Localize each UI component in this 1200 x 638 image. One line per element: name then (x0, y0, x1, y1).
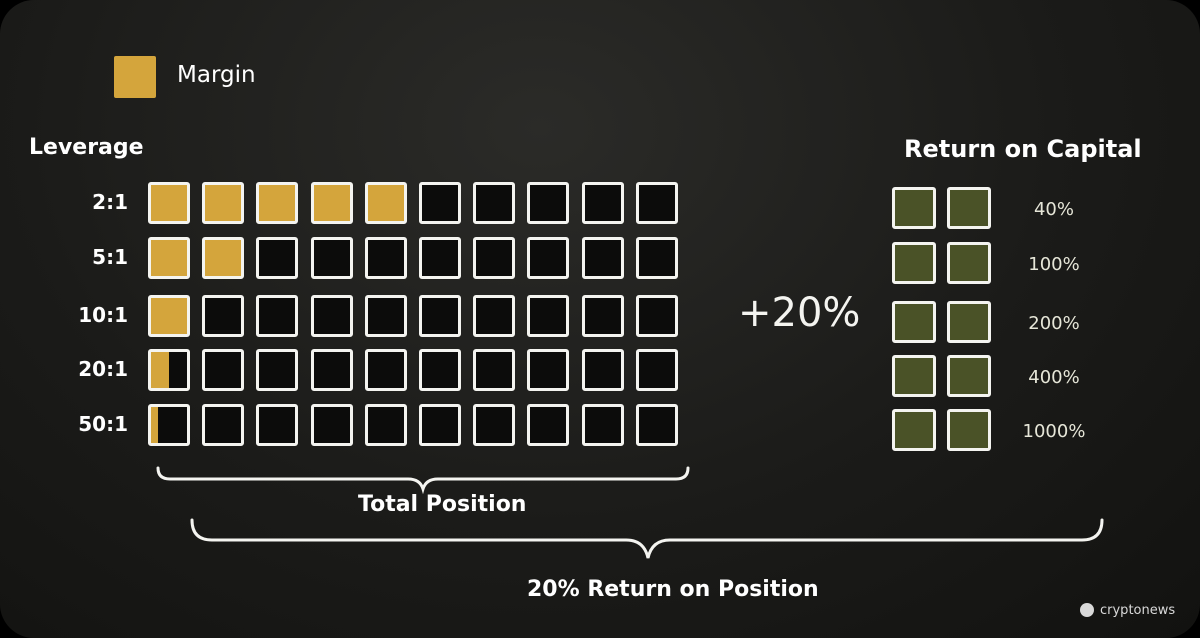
position-cell (311, 404, 353, 446)
position-cell (419, 295, 461, 337)
margin-legend-swatch (114, 56, 156, 98)
return-label: 1000% (1022, 421, 1086, 442)
leverage-label: 20:1 (78, 357, 128, 381)
position-cell (365, 295, 407, 337)
return-cell (892, 409, 936, 451)
margin-legend-label: Margin (177, 62, 256, 88)
position-cell (582, 404, 624, 446)
position-cell (527, 404, 569, 446)
margin-fill (151, 298, 187, 334)
position-cell (311, 295, 353, 337)
position-cell (256, 182, 298, 224)
return-label: 40% (1033, 199, 1074, 220)
position-cell (202, 404, 244, 446)
margin-fill (151, 352, 169, 388)
position-cell (582, 349, 624, 391)
position-cell (636, 295, 678, 337)
position-cell (473, 349, 515, 391)
position-cell (148, 404, 190, 446)
return-cell (947, 301, 991, 343)
position-cell (636, 182, 678, 224)
return-cell (947, 409, 991, 451)
return-label: 400% (1028, 367, 1080, 388)
leverage-label: 50:1 (78, 412, 128, 436)
return-cell (947, 242, 991, 284)
position-cell (256, 295, 298, 337)
margin-fill (151, 407, 159, 443)
margin-fill (368, 185, 404, 221)
position-cell (582, 237, 624, 279)
return-cell (947, 355, 991, 397)
position-cell (202, 349, 244, 391)
position-cell (527, 237, 569, 279)
return-cell (892, 301, 936, 343)
leverage-heading: Leverage (29, 135, 144, 160)
position-cell (256, 237, 298, 279)
leverage-label: 5:1 (92, 245, 128, 269)
position-cell (148, 349, 190, 391)
position-cell (202, 295, 244, 337)
position-cell (419, 404, 461, 446)
margin-fill (314, 185, 350, 221)
margin-fill (151, 240, 187, 276)
return-cell (892, 242, 936, 284)
return-label: 200% (1028, 313, 1080, 334)
position-cell (365, 349, 407, 391)
return-on-capital-heading: Return on Capital (904, 135, 1142, 163)
return-on-position-brace (190, 518, 1104, 559)
position-cell (311, 349, 353, 391)
position-cell (473, 404, 515, 446)
return-percent-label: +20% (738, 290, 861, 336)
leverage-label: 2:1 (92, 190, 128, 214)
position-cell (202, 237, 244, 279)
position-cell (582, 182, 624, 224)
cryptonews-logo-icon (1080, 603, 1094, 617)
position-cell (419, 349, 461, 391)
position-cell (311, 182, 353, 224)
return-on-position-label: 20% Return on Position (527, 577, 819, 602)
position-cell (148, 237, 190, 279)
position-cell (636, 349, 678, 391)
return-cell (892, 355, 936, 397)
position-cell (365, 182, 407, 224)
leverage-label: 10:1 (78, 303, 128, 327)
margin-fill (259, 185, 295, 221)
return-cell (892, 187, 936, 229)
position-cell (473, 182, 515, 224)
position-cell (419, 182, 461, 224)
total-position-brace (156, 466, 690, 495)
position-cell (527, 182, 569, 224)
position-cell (311, 237, 353, 279)
margin-fill (205, 185, 241, 221)
position-cell (473, 295, 515, 337)
total-position-label: Total Position (358, 492, 527, 517)
position-cell (636, 237, 678, 279)
position-cell (365, 404, 407, 446)
position-cell (582, 295, 624, 337)
position-cell (148, 182, 190, 224)
position-cell (148, 295, 190, 337)
position-cell (202, 182, 244, 224)
return-label: 100% (1028, 254, 1080, 275)
position-cell (256, 404, 298, 446)
margin-fill (205, 240, 241, 276)
margin-fill (151, 185, 187, 221)
position-cell (527, 349, 569, 391)
position-cell (419, 237, 461, 279)
position-cell (636, 404, 678, 446)
position-cell (256, 349, 298, 391)
return-cell (947, 187, 991, 229)
watermark-text: cryptonews (1100, 603, 1176, 618)
position-cell (473, 237, 515, 279)
position-cell (527, 295, 569, 337)
position-cell (365, 237, 407, 279)
